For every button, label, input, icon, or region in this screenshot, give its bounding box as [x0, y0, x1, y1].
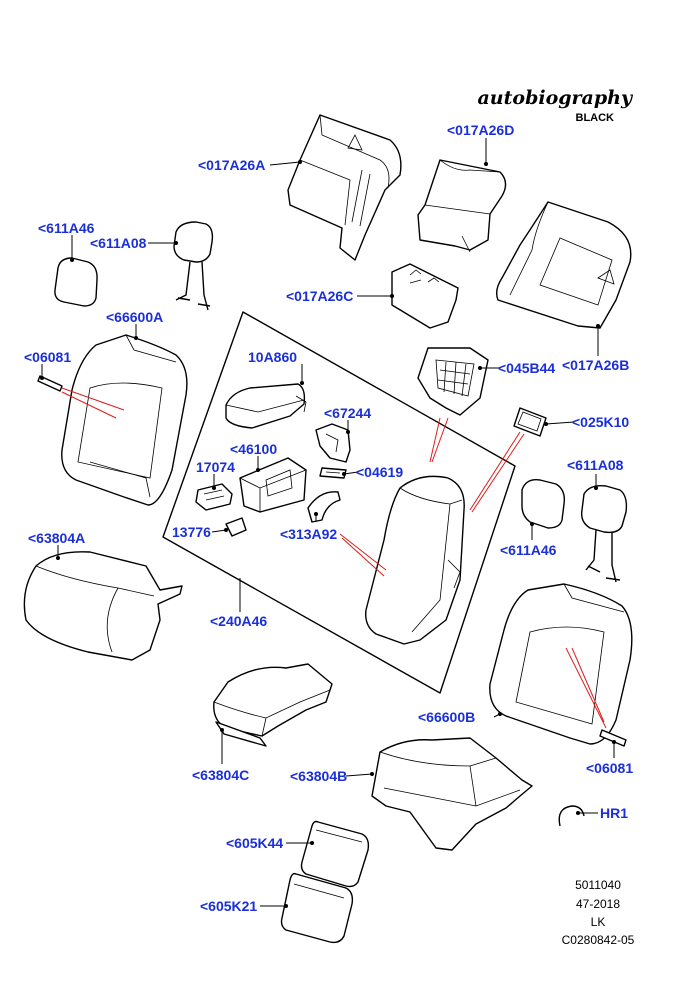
- part-label-017A26A[interactable]: <017A26A: [198, 157, 265, 173]
- footer-info: 5011040 47-2018 LK C0280842-05: [562, 878, 635, 947]
- illustration-number: 5011040: [575, 878, 621, 892]
- part-label-605K21[interactable]: <605K21: [200, 898, 257, 914]
- backrest-cover-017A26A-drawing: [287, 114, 402, 261]
- bracket-313A92-drawing: [307, 491, 341, 523]
- headrest-611A08-right-drawing: [580, 484, 628, 583]
- part-label-66600A[interactable]: <66600A: [106, 309, 163, 325]
- back-panel-017A26C-drawing: [391, 263, 459, 329]
- pad-605K44-drawing: [300, 820, 370, 888]
- assembly-boundary-240A46: [162, 311, 516, 694]
- trim-rod-06081-left-drawing: [37, 375, 63, 392]
- storage-bin-46100-drawing: [239, 457, 307, 513]
- part-label-017A26B[interactable]: <017A26B: [562, 357, 629, 373]
- bracket-67244-drawing: [315, 423, 351, 463]
- part-label-06081-left[interactable]: <06081: [24, 349, 71, 365]
- part-label-611A46-left[interactable]: <611A46: [38, 220, 95, 236]
- centre-backrest-drawing: [365, 475, 465, 645]
- part-label-10A860[interactable]: 10A860: [248, 349, 297, 365]
- part-label-240A46[interactable]: <240A46: [210, 613, 267, 629]
- part-label-017A26D[interactable]: <017A26D: [447, 122, 514, 138]
- part-label-313A92[interactable]: <313A92: [280, 526, 337, 542]
- armrest-lid-10A860-drawing: [225, 383, 307, 429]
- part-label-63804B[interactable]: <63804B: [290, 768, 347, 784]
- part-label-63804A[interactable]: <63804A: [28, 530, 85, 546]
- backrest-cover-017A26B-drawing: [495, 201, 632, 329]
- part-label-13776[interactable]: 13776: [172, 524, 211, 540]
- part-label-06081-right[interactable]: <06081: [586, 760, 633, 776]
- part-label-017A26C[interactable]: <017A26C: [286, 288, 353, 304]
- part-label-611A46-right[interactable]: <611A46: [500, 542, 557, 558]
- part-label-67244[interactable]: <67244: [324, 405, 371, 421]
- clip-04619-drawing: [319, 467, 347, 479]
- headrest-cover-611A46-right-drawing: [521, 479, 566, 529]
- part-label-611A08-left[interactable]: <611A08: [90, 235, 147, 251]
- part-label-605K44[interactable]: <605K44: [226, 835, 283, 851]
- backrest-foam-66600A-drawing: [61, 334, 188, 506]
- part-label-045B44[interactable]: <045B44: [498, 360, 555, 376]
- pad-605K21-drawing: [280, 872, 354, 944]
- seat-frame-045B44-drawing: [417, 347, 489, 416]
- armrest-63804C-drawing: [213, 663, 333, 747]
- part-label-04619[interactable]: <04619: [356, 464, 403, 480]
- part-label-46100[interactable]: <46100: [230, 441, 277, 457]
- part-label-17074[interactable]: 17074: [196, 459, 235, 475]
- reference-code: C0280842-05: [562, 933, 635, 947]
- fastener-13776-drawing: [225, 517, 247, 537]
- trim-name: autobiography: [478, 87, 634, 109]
- trim-color: BLACK: [576, 112, 615, 124]
- backrest-cover-017A26D-drawing: [417, 159, 507, 253]
- seat-cushion-63804A-drawing: [23, 551, 183, 661]
- screen-025K10-drawing: [513, 407, 547, 437]
- seat-cushion-63804B-drawing: [371, 737, 533, 851]
- part-label-66600B[interactable]: <66600B: [418, 709, 475, 725]
- part-label-025K10[interactable]: <025K10: [572, 414, 629, 430]
- part-label-611A08-right[interactable]: <611A08: [567, 457, 624, 473]
- leader-lines: [40, 138, 616, 908]
- author-initials: LK: [591, 915, 606, 929]
- headrest-cover-611A46-left-drawing: [54, 257, 98, 307]
- date-code: 47-2018: [576, 897, 620, 911]
- headrest-611A08-left-drawing: [173, 221, 214, 311]
- trim-rod-06081-right-drawing: [599, 729, 627, 747]
- backrest-foam-66600B-drawing: [489, 583, 633, 745]
- part-labels: <017A26A <017A26D <611A46 <611A08 <017A2…: [24, 122, 633, 914]
- hook-HR1-drawing: [558, 805, 585, 827]
- part-label-HR1[interactable]: HR1: [600, 805, 628, 821]
- part-label-63804C[interactable]: <63804C: [192, 767, 249, 783]
- latch-17074-drawing: [195, 483, 233, 511]
